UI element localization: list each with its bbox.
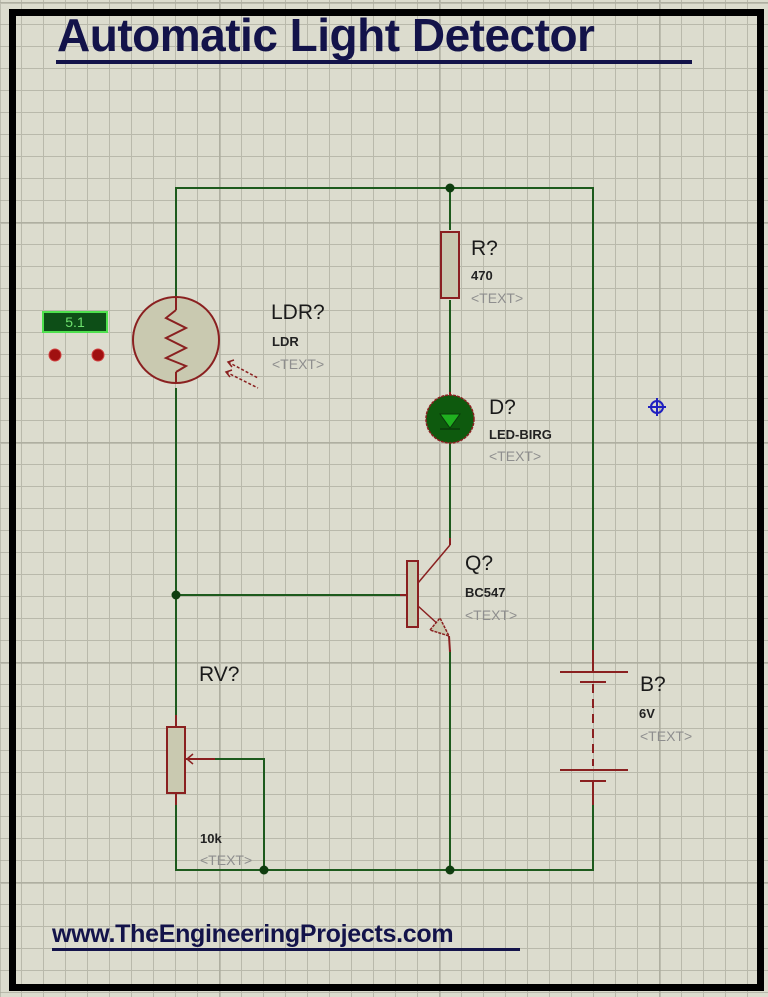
wire-bottom-rail bbox=[175, 795, 594, 871]
led-value-label: LED-BIRG bbox=[489, 427, 552, 442]
battery-ref-label: B? bbox=[640, 673, 666, 696]
footer-url-underline bbox=[52, 948, 520, 951]
junction-dot bbox=[171, 590, 181, 600]
battery-text-label: <TEXT> bbox=[640, 728, 693, 744]
crosshair-target-icon bbox=[648, 398, 666, 416]
led-symbol bbox=[425, 392, 475, 444]
ldr-symbol bbox=[132, 296, 259, 389]
title-underline bbox=[56, 60, 692, 64]
transistor-text-label: <TEXT> bbox=[465, 607, 518, 623]
transistor-symbol bbox=[400, 538, 451, 653]
led-ref-label: D? bbox=[489, 396, 516, 419]
diagram-title: Automatic Light Detector bbox=[57, 9, 595, 61]
resistor-symbol bbox=[440, 231, 460, 299]
potentiometer-symbol bbox=[166, 715, 215, 805]
led-text-label: <TEXT> bbox=[489, 448, 542, 464]
resistor-text-label: <TEXT> bbox=[471, 290, 524, 306]
ldr-text-label: <TEXT> bbox=[272, 356, 325, 372]
resistor-ref-label: R? bbox=[471, 237, 498, 260]
junction-dot bbox=[445, 183, 455, 193]
potentiometer-text-label: <TEXT> bbox=[200, 852, 253, 868]
potentiometer-value-label: 10k bbox=[200, 831, 222, 846]
wire-top-rail bbox=[175, 187, 594, 660]
potentiometer-ref-label: RV? bbox=[199, 663, 240, 686]
ldr-ref-label: LDR? bbox=[271, 301, 325, 324]
junction-dot bbox=[259, 865, 269, 875]
transistor-ref-label: Q? bbox=[465, 552, 494, 575]
battery-value-label: 6V bbox=[639, 706, 655, 721]
battery-symbol bbox=[560, 650, 628, 805]
sheet-border bbox=[9, 9, 764, 991]
footer-url[interactable]: www.TheEngineeringProjects.com bbox=[52, 920, 454, 948]
voltage-probe-display[interactable]: 5.1 bbox=[42, 311, 108, 333]
resistor-value-label: 470 bbox=[471, 268, 493, 283]
transistor-value-label: BC547 bbox=[465, 585, 506, 600]
ldr-value-label: LDR bbox=[272, 334, 299, 349]
terminal-dot-icon bbox=[48, 348, 105, 362]
junction-dot bbox=[445, 865, 455, 875]
